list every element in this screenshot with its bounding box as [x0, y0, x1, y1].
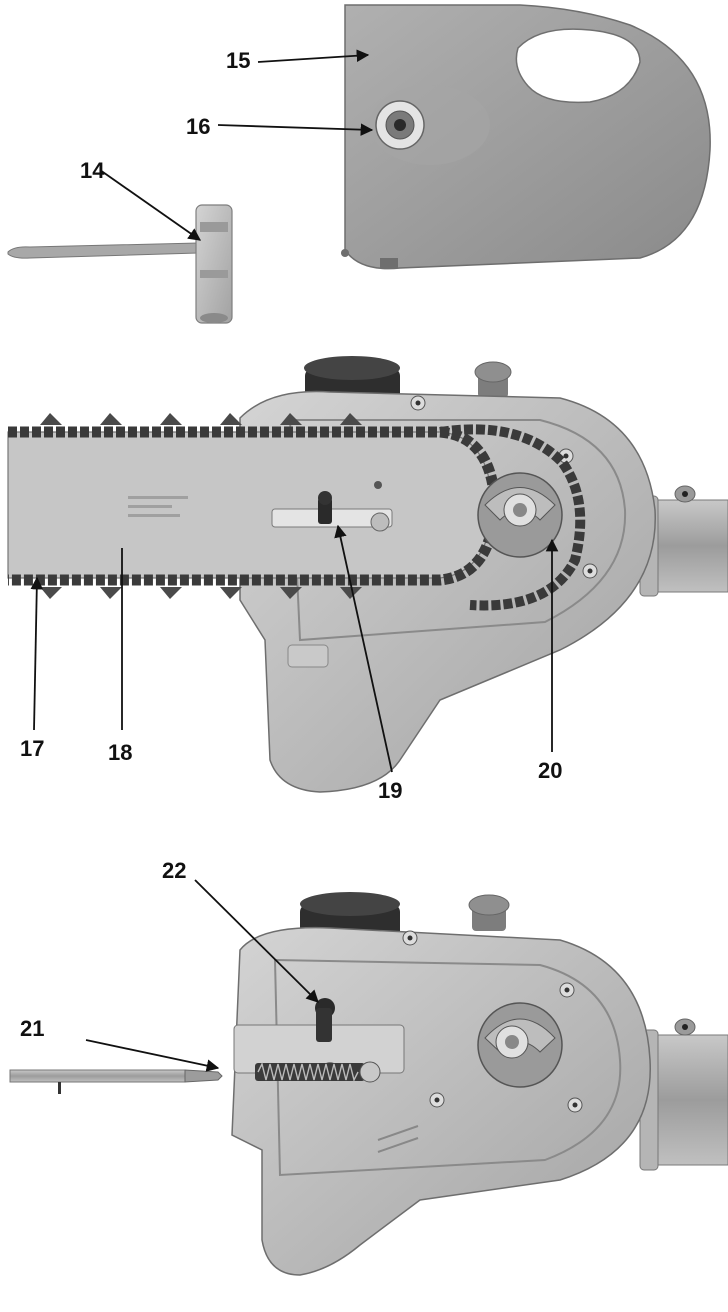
callout-20: 20 [538, 758, 563, 783]
cover-icon [341, 4, 711, 270]
callout-17: 17 [20, 736, 45, 761]
callout-18: 18 [108, 740, 133, 765]
housing-bottom-icon [231, 892, 728, 1276]
callout-arrows [30, 49, 559, 1072]
bar-icon [7, 431, 493, 579]
callout-16: 16 [186, 114, 211, 139]
callout-14: 14 [80, 158, 105, 183]
screwdriver-icon [9, 1069, 223, 1094]
arrow-emboss [377, 1125, 419, 1153]
bar-print [128, 496, 188, 517]
callout-15: 15 [226, 48, 251, 73]
callout-22: 22 [162, 858, 187, 883]
wrench-icon [7, 204, 233, 324]
sprocket-icon [477, 472, 563, 558]
callout-19: 19 [378, 778, 403, 803]
spring-icon [255, 1061, 381, 1083]
callout-21: 21 [20, 1016, 45, 1041]
